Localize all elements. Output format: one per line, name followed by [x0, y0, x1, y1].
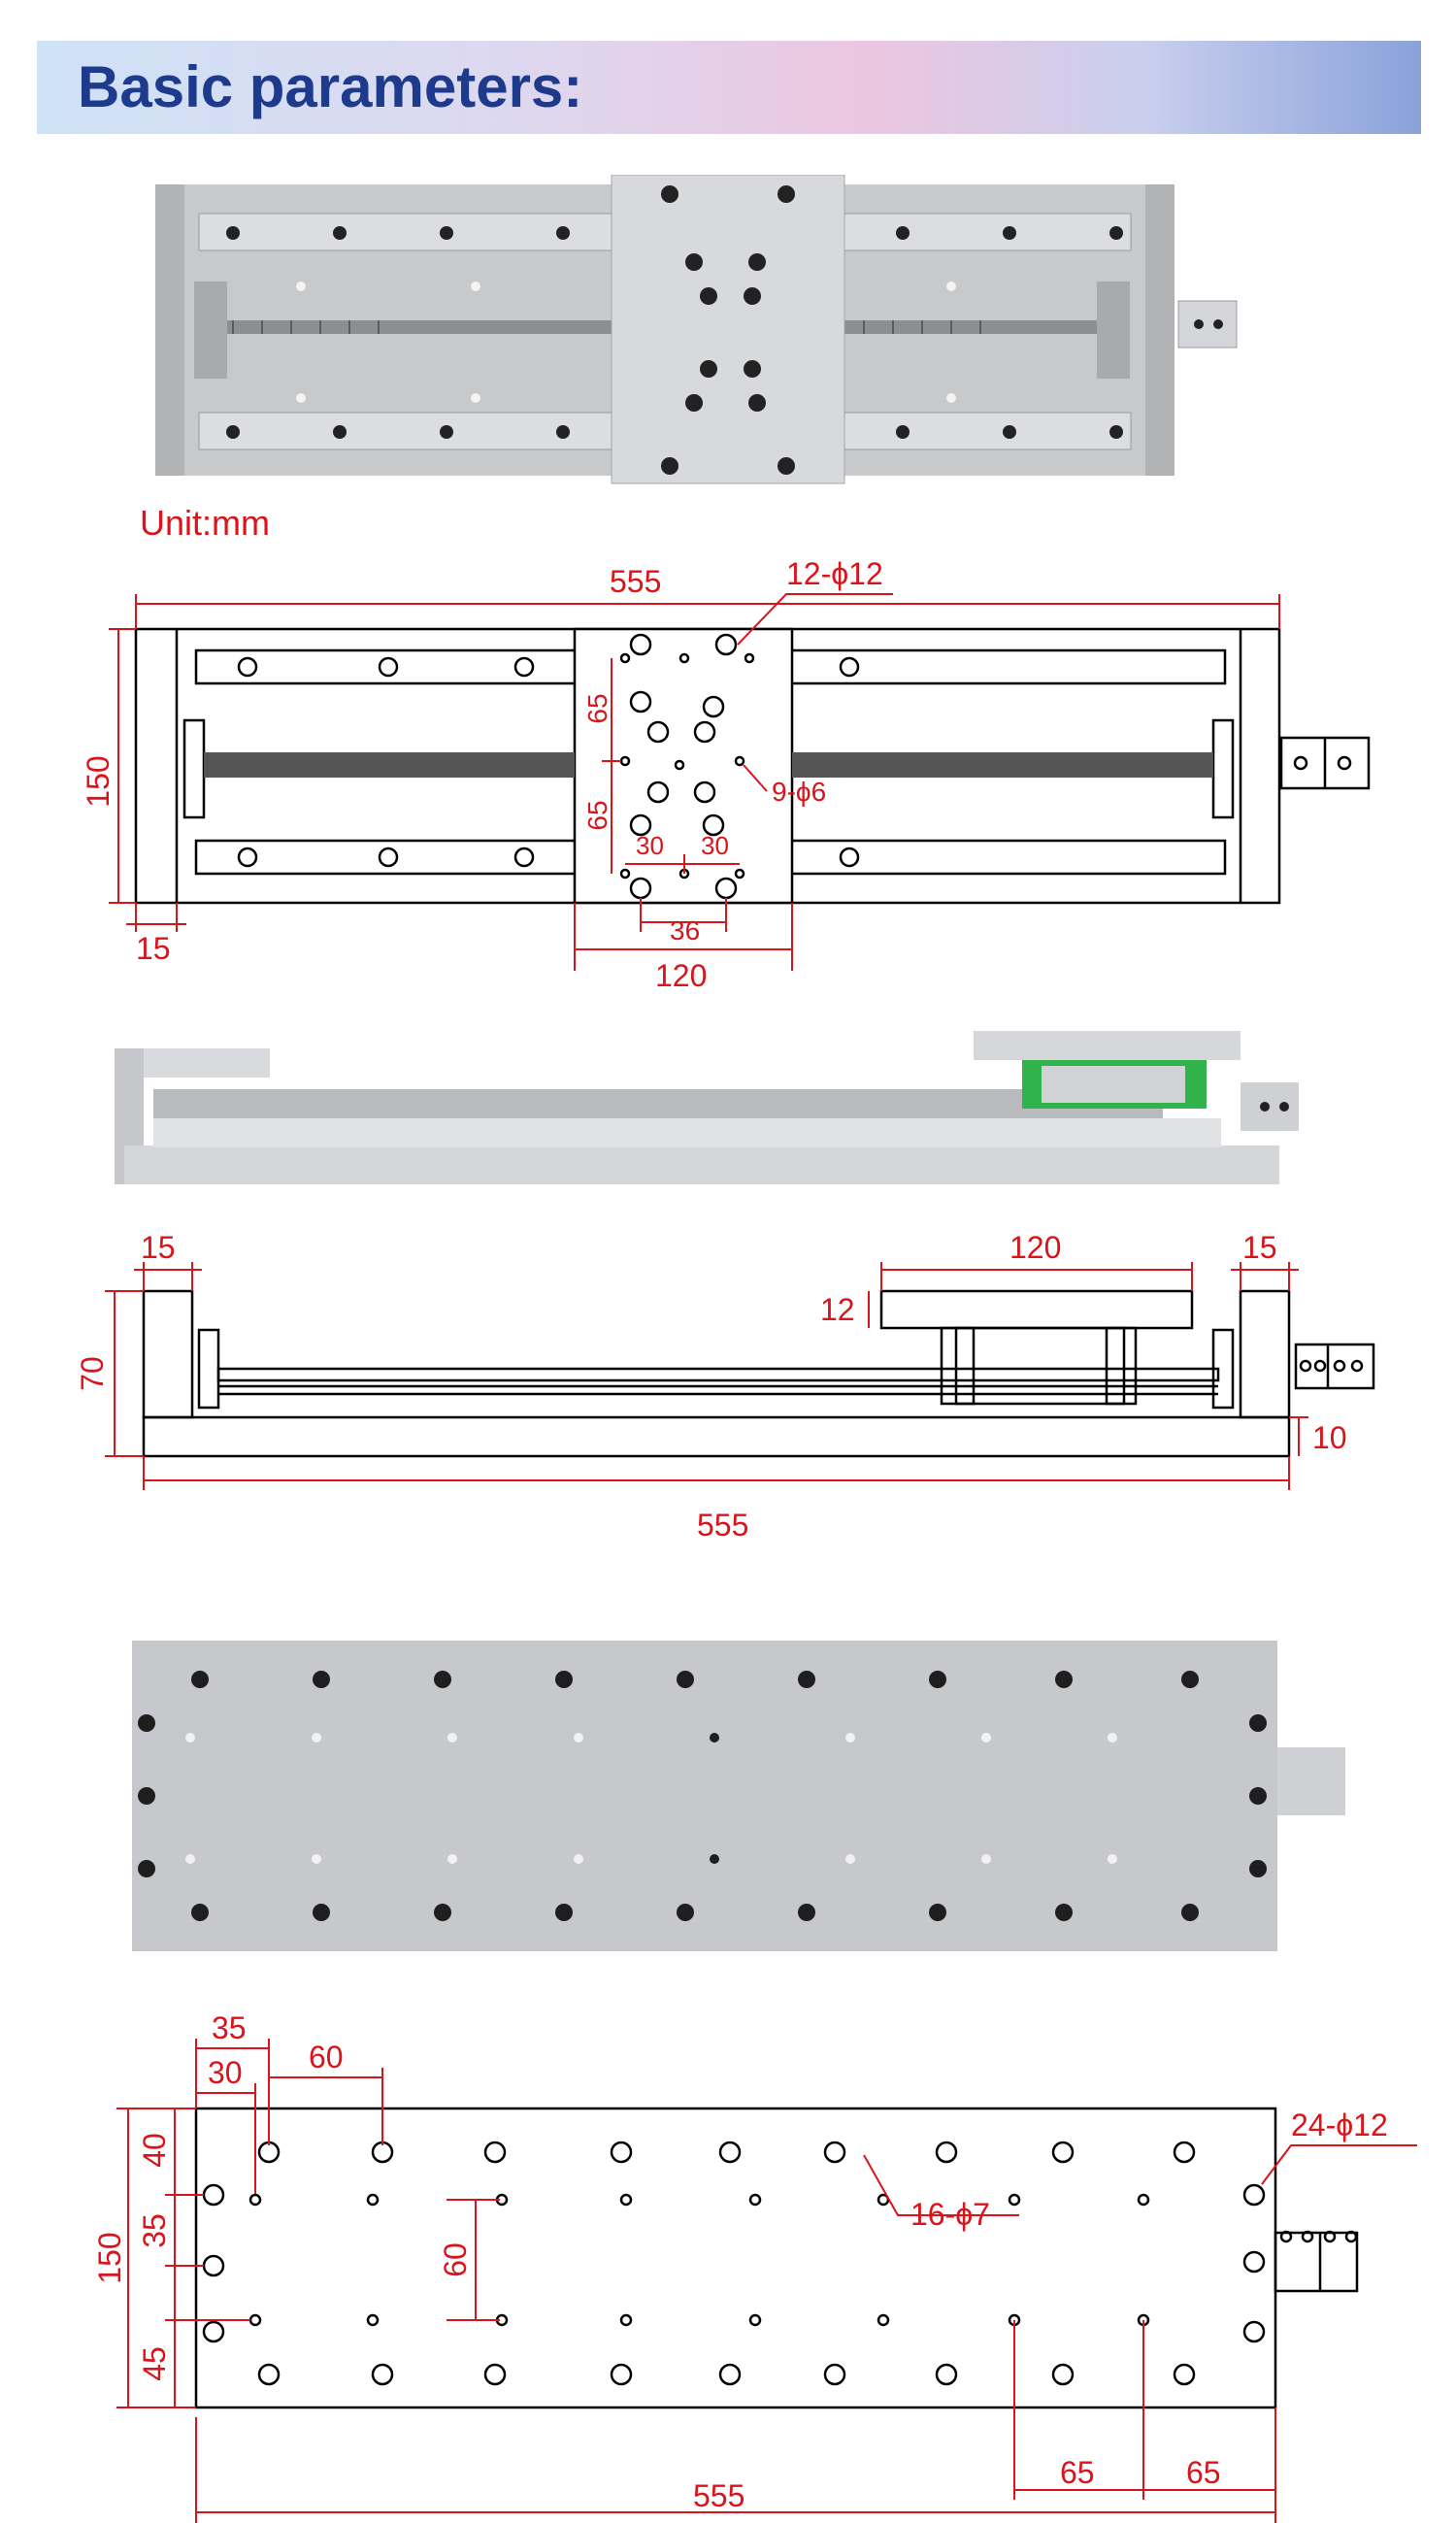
dim-offset-30: 30 [208, 2055, 243, 2090]
dim-base-thickness: 10 [1312, 1420, 1347, 1455]
product-photo-bottom [132, 1641, 1345, 1951]
dim-pitch-upper: 65 [582, 693, 612, 723]
dim-overall-length: 555 [610, 564, 661, 599]
dim-end-plate: 15 [136, 931, 171, 966]
unit-label: Unit:mm [140, 503, 270, 543]
dim-left-plate: 15 [141, 1230, 176, 1265]
dim-side-height: 70 [75, 1356, 110, 1391]
dim-pitch-65-a: 65 [1060, 2455, 1095, 2490]
dim-small-hole-callout-bottom: 16-ϕ7 [910, 2197, 990, 2232]
title-banner: Basic parameters: [37, 41, 1421, 134]
dim-big-hole-callout: 24-ϕ12 [1291, 2108, 1388, 2142]
top-view-drawing: 555 12-ϕ12 150 15 36 120 9-ϕ6 65 65 30 3… [81, 556, 1371, 993]
dim-pitch-60-top: 60 [309, 2040, 344, 2075]
dim-offset-35: 35 [212, 2010, 247, 2045]
dim-pitch-lower: 65 [582, 800, 612, 830]
dim-pitch-right: 30 [701, 831, 729, 860]
dim-edge-45: 45 [137, 2346, 172, 2381]
side-view-drawing: 15 15 120 12 70 10 555 [75, 1230, 1375, 1543]
product-photo-side [115, 1031, 1299, 1184]
page-title: Basic parameters: [78, 54, 583, 119]
dim-bottom-pitch: 36 [670, 915, 700, 946]
dim-small-hole-callout: 9-ϕ6 [772, 777, 826, 807]
bottom-view-drawing: 35 30 60 24-ϕ12 16-ϕ7 40 35 150 45 60 65… [92, 2010, 1417, 2523]
dim-carriage-thickness: 12 [820, 1292, 855, 1327]
product-photo-top [155, 175, 1238, 484]
dim-pitch-65-b: 65 [1186, 2455, 1221, 2490]
dim-carriage-length: 120 [1009, 1230, 1061, 1265]
dim-pitch-left: 30 [636, 831, 664, 860]
dim-side-overall-length: 555 [697, 1508, 748, 1543]
dim-pitch-60-vertical: 60 [438, 2242, 473, 2277]
dim-edge-40: 40 [137, 2133, 172, 2168]
dim-right-plate: 15 [1242, 1230, 1277, 1265]
dim-bottom-overall-length: 555 [693, 2478, 745, 2513]
dim-hole-callout: 12-ϕ12 [786, 556, 883, 591]
dim-spacing-35: 35 [137, 2213, 172, 2248]
dim-bottom-height: 150 [92, 2232, 127, 2283]
dim-carriage-width: 120 [655, 958, 707, 993]
dim-height: 150 [81, 755, 116, 807]
